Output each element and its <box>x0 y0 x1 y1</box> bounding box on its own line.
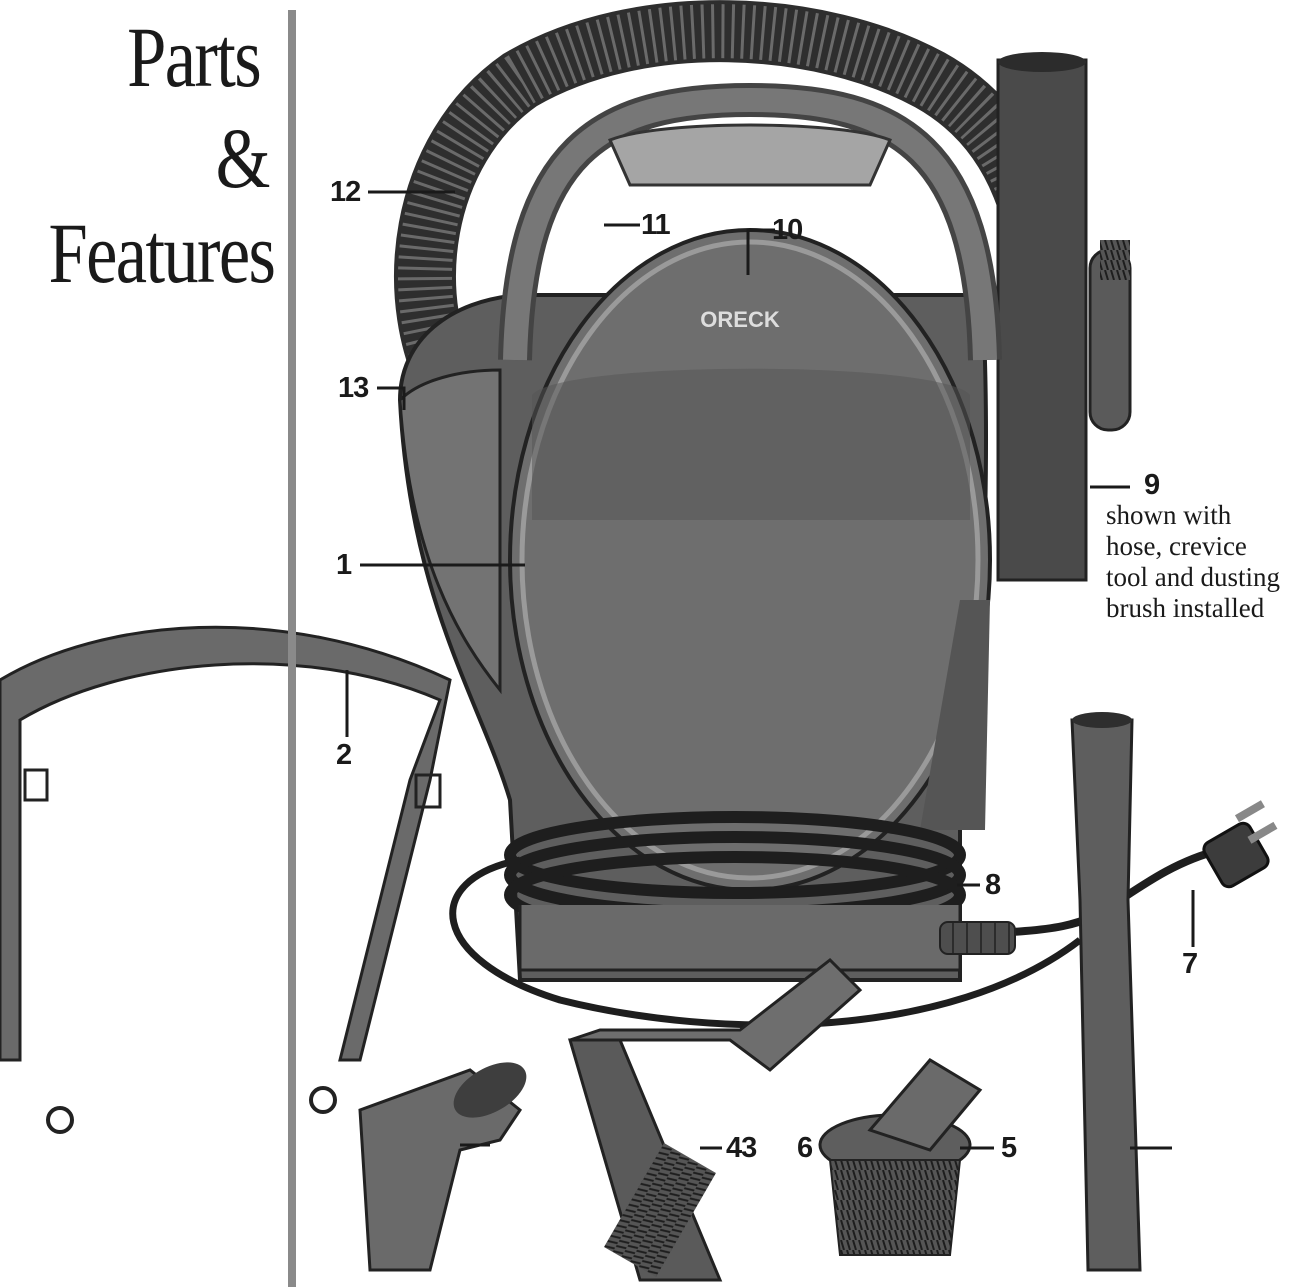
callout-6: 6 <box>797 1132 813 1164</box>
callout-13: 13 <box>338 372 369 404</box>
callout-11: 11 <box>641 209 671 241</box>
installed-note: shown with hose, crevice tool and dustin… <box>1106 500 1280 623</box>
dusting-brush-tool <box>818 1058 983 1256</box>
callout-2: 2 <box>336 739 352 771</box>
installed-crevice-tool <box>996 52 1132 582</box>
page-title-line1: Parts <box>127 9 261 105</box>
vent-grille <box>920 600 990 830</box>
callout-7: 7 <box>1182 948 1198 980</box>
carry-handle <box>498 82 1002 361</box>
callout-5: 5 <box>1001 1132 1017 1164</box>
page-title-line2: & <box>215 110 271 206</box>
section-divider <box>288 10 296 1287</box>
callout-10: 10 <box>772 214 803 246</box>
callout-lines <box>345 190 1195 1150</box>
page-title-line3: Features <box>48 205 275 301</box>
callout-43: 43 <box>726 1132 757 1164</box>
floor-brush-tool <box>568 958 863 1282</box>
shoulder-strap <box>0 625 452 1134</box>
crevice-tool <box>1070 712 1142 1272</box>
callout-12: 12 <box>330 176 361 208</box>
vacuum-body: ORECK <box>397 228 992 982</box>
power-cord <box>449 811 1221 1029</box>
callout-1: 1 <box>336 549 352 581</box>
callout-9: 9 <box>1144 469 1160 501</box>
power-plug <box>1202 800 1278 889</box>
brand-logo: ORECK <box>700 307 780 332</box>
upholstery-tool <box>358 1062 527 1272</box>
callout-8: 8 <box>985 869 1001 901</box>
